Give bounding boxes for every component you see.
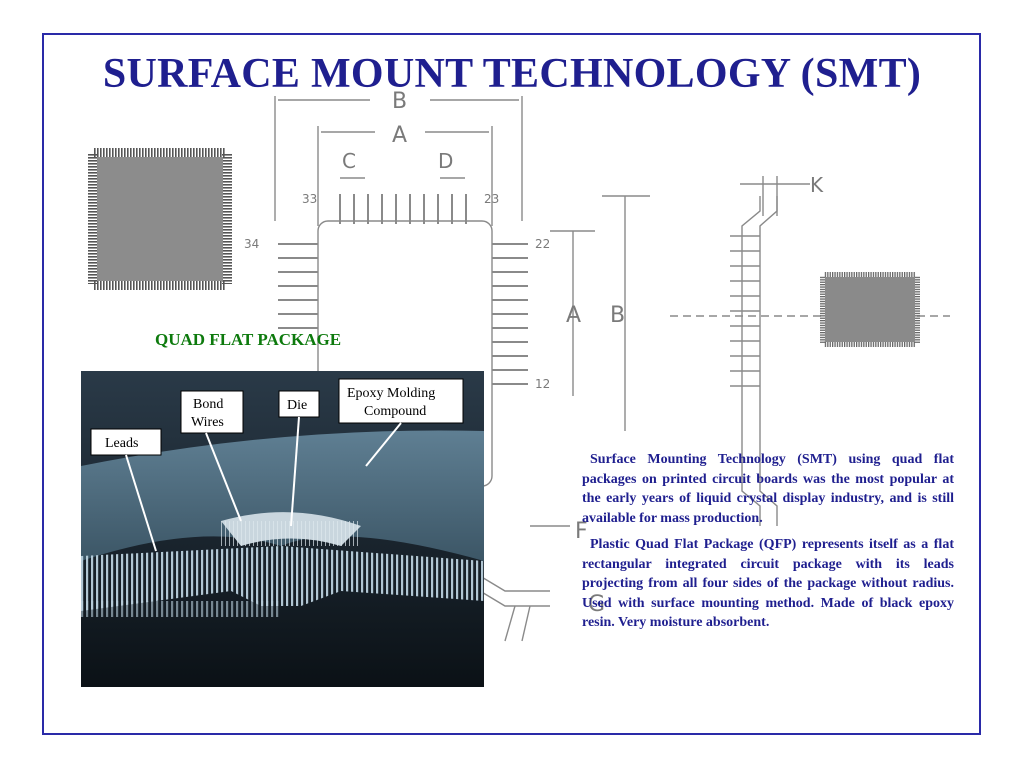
dim-label-b-top: B <box>392 89 407 114</box>
qfp-cross-section-photo: Bond Wires Die Epoxy Molding Compound Le… <box>81 371 484 687</box>
description-text: Surface Mounting Technology (SMT) using … <box>582 450 954 640</box>
pin-number-33: 33 <box>302 192 317 206</box>
pin-number-23: 23 <box>484 192 499 206</box>
dim-label-a-top: A <box>392 123 407 148</box>
callout-epoxy-line1: Epoxy Molding <box>347 386 435 401</box>
dim-label-c: C <box>342 149 356 173</box>
dim-label-b-side: B <box>610 303 625 328</box>
description-paragraph-smt: Surface Mounting Technology (SMT) using … <box>582 452 954 526</box>
pin-number-22: 22 <box>535 237 550 251</box>
dim-label-a-side: A <box>566 303 581 328</box>
slide-border <box>42 33 981 735</box>
callout-leads: Leads <box>105 436 138 451</box>
dim-label-f: F <box>575 519 588 544</box>
description-paragraph-qfp: Plastic Quad Flat Package (QFP) represen… <box>582 537 954 630</box>
pin-number-34: 34 <box>244 237 259 251</box>
callout-epoxy-line2: Compound <box>364 404 426 419</box>
dim-label-g: G <box>588 592 605 617</box>
slide-title: SURFACE MOUNT TECHNOLOGY (SMT) <box>102 51 922 97</box>
callout-wires: Wires <box>191 415 224 430</box>
dim-label-k: K <box>810 173 824 197</box>
callout-die: Die <box>287 398 307 413</box>
dim-label-d: D <box>438 149 453 173</box>
qfp-chip-small-image <box>820 272 920 347</box>
quad-flat-package-label: QUAD FLAT PACKAGE <box>155 330 342 349</box>
callout-bond: Bond <box>193 397 223 412</box>
qfp-chip-large-image <box>88 148 232 290</box>
pin-number-12: 12 <box>535 377 550 391</box>
